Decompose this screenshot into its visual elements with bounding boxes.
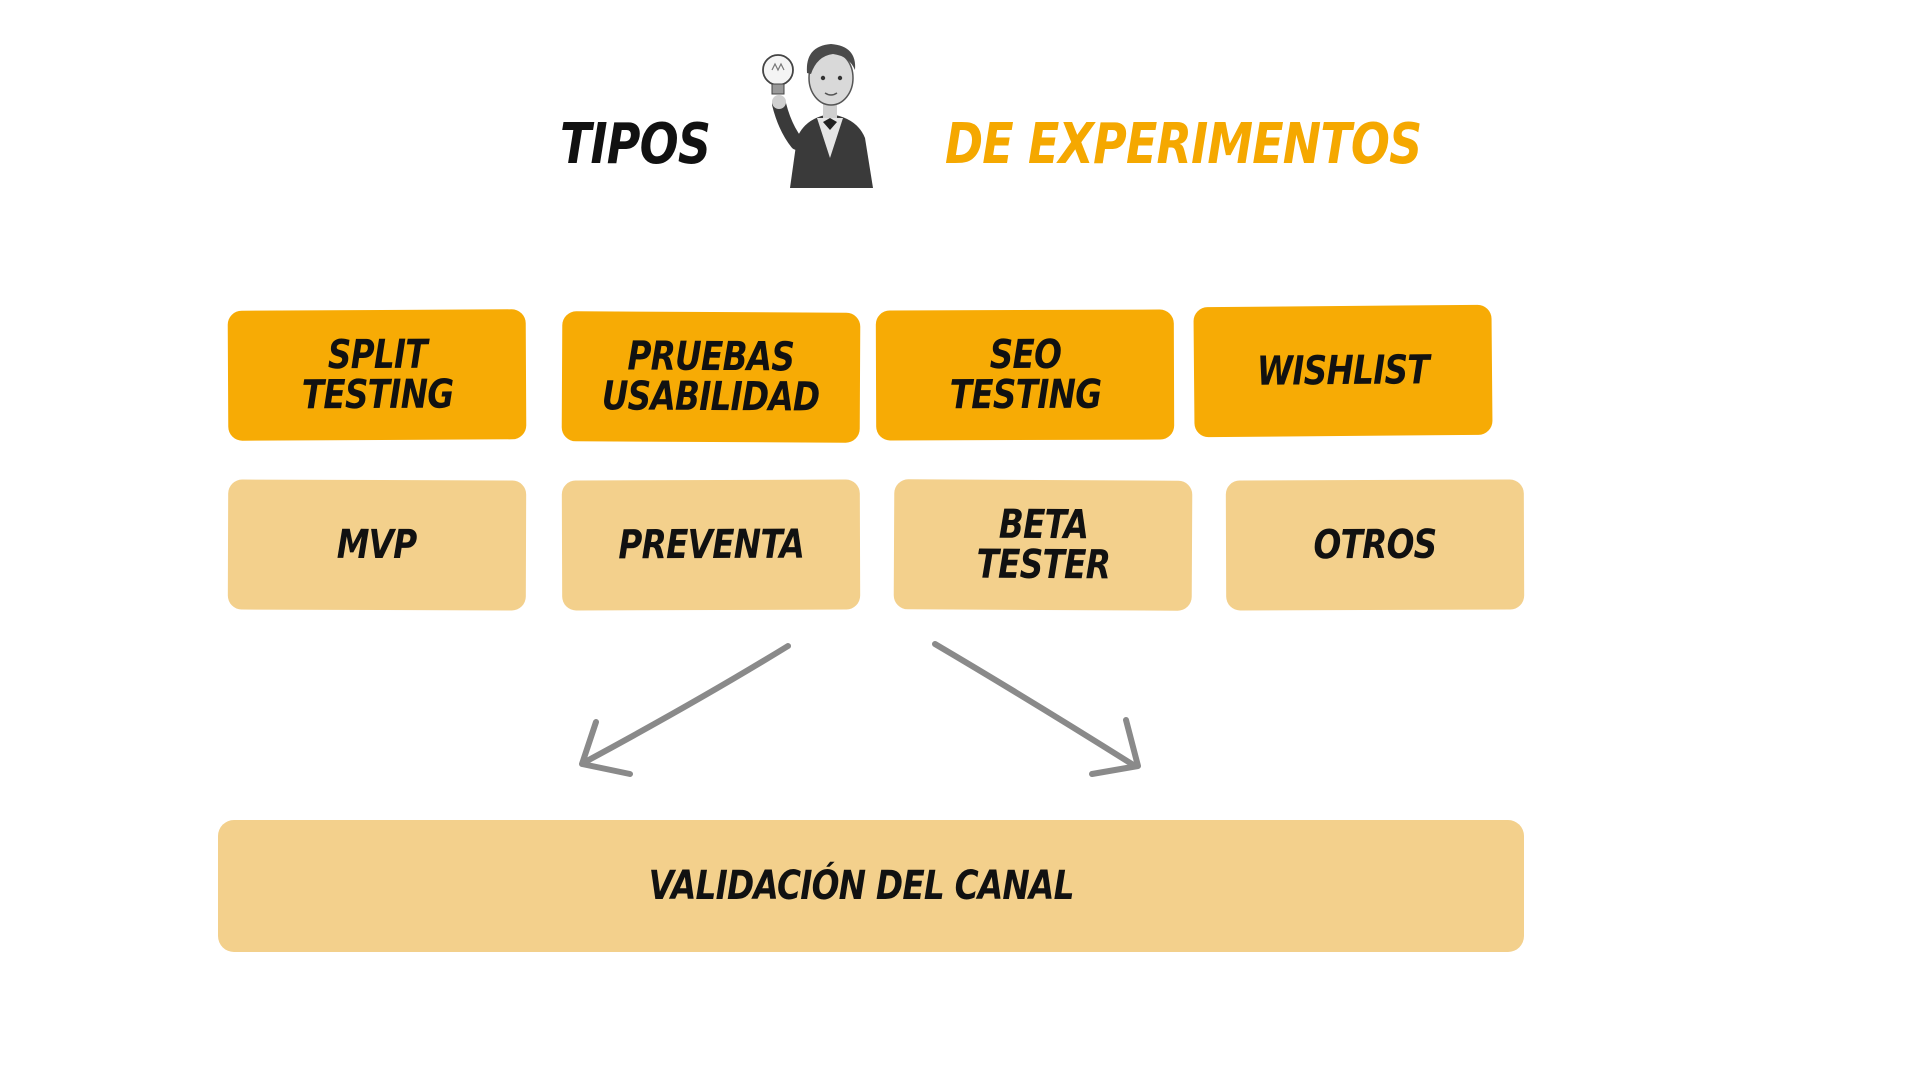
box-seo-testing: SEO TESTING (875, 309, 1175, 441)
arrow-left-head (579, 719, 633, 777)
title-left: TIPOS (560, 112, 711, 177)
arrow-right-head (1089, 717, 1141, 777)
arrow-right (932, 641, 1138, 769)
arrow-left (582, 643, 791, 765)
box-label: OTROS (1313, 521, 1437, 569)
box-label: BETA TESTER (976, 501, 1110, 589)
box-validacion-del-canal: VALIDACIÓN DEL CANAL (218, 820, 1524, 952)
title-right: DE EXPERIMENTOS (945, 112, 1422, 177)
box-otros: OTROS (1225, 479, 1525, 611)
box-mvp: MVP (227, 479, 527, 611)
box-label: SPLIT TESTING (301, 331, 454, 419)
inventor-with-lightbulb-illustration (762, 44, 873, 188)
box-label: PREVENTA (618, 521, 804, 569)
box-split-testing: SPLIT TESTING (227, 309, 527, 441)
box-label: PRUEBAS USABILIDAD (601, 333, 820, 421)
box-label: VALIDACIÓN DEL CANAL (648, 863, 1074, 909)
box-beta-tester: BETA TESTER (893, 479, 1193, 611)
box-preventa: PREVENTA (561, 479, 861, 611)
box-label: MVP (337, 521, 417, 569)
box-pruebas-usabilidad: PRUEBAS USABILIDAD (561, 311, 861, 443)
box-label: SEO TESTING (949, 331, 1101, 419)
box-label: WISHLIST (1256, 347, 1430, 395)
box-wishlist: WISHLIST (1193, 304, 1493, 438)
